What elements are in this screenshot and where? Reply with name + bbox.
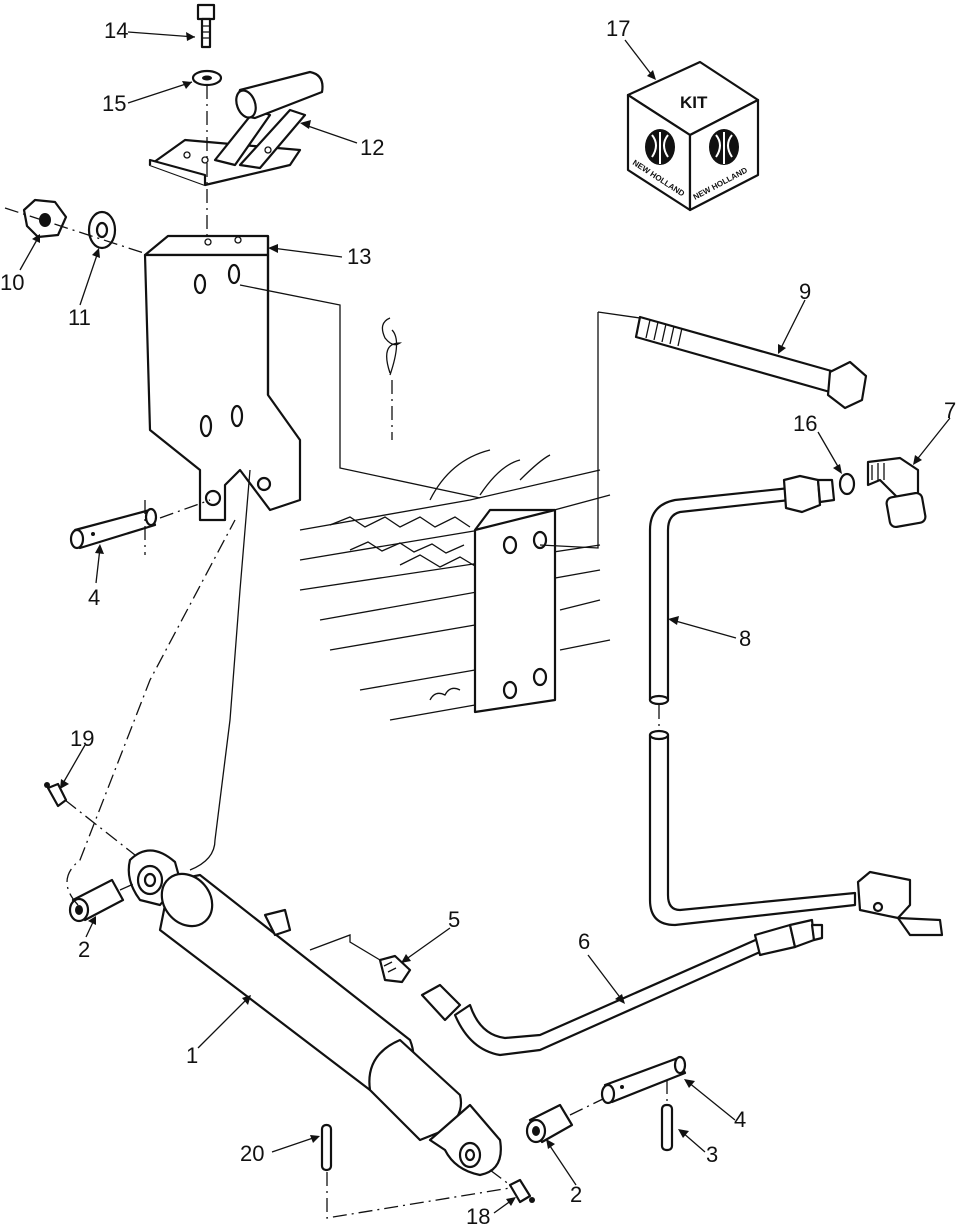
grease-fitting-18	[508, 1178, 535, 1204]
washer-11	[87, 210, 117, 250]
callout-15: 15	[102, 91, 126, 116]
callout-2-bottom: 2	[570, 1182, 582, 1207]
mounting-bracket-13	[143, 234, 302, 522]
long-bolt-9	[634, 315, 868, 410]
callout-11: 11	[68, 305, 91, 330]
callout-10: 10	[0, 270, 24, 295]
callout-20: 20	[240, 1141, 264, 1166]
callout-13: 13	[347, 244, 371, 269]
elbow-fitting-7	[866, 456, 927, 529]
bulkhead-block	[856, 870, 944, 937]
new-holland-logo-left	[645, 129, 675, 165]
kit-label: KIT	[680, 93, 708, 112]
nut-10	[22, 198, 68, 239]
bushing-2-top	[68, 878, 125, 923]
pin-4-top	[69, 507, 158, 550]
roll-pin-3	[660, 1103, 674, 1152]
callout-16: 16	[793, 411, 817, 436]
fitting-5	[378, 954, 412, 984]
new-holland-logo-right	[709, 129, 739, 165]
callout-6: 6	[578, 929, 590, 954]
callout-labels: 14 15 12 13 10 11 17 9 7 16 8 4 19 2 1 5…	[0, 16, 956, 1229]
callout-9: 9	[799, 279, 811, 304]
grease-fitting-19	[44, 782, 68, 808]
tube-mount-12	[148, 70, 324, 187]
callout-7: 7	[944, 398, 956, 423]
callout-1: 1	[186, 1043, 198, 1068]
pin-20	[320, 1123, 333, 1172]
tractor-frame-outline	[299, 449, 611, 721]
callout-5: 5	[448, 907, 460, 932]
leader-arrows	[19, 31, 951, 1214]
callout-17: 17	[606, 16, 630, 41]
hydraulic-tube-8	[648, 474, 857, 927]
callout-18: 18	[466, 1204, 490, 1229]
callout-19: 19	[70, 726, 94, 751]
bolt-14	[196, 3, 216, 49]
callout-2-top: 2	[78, 937, 90, 962]
hydraulic-cylinder-1	[127, 849, 502, 1177]
callout-4-bottom: 4	[734, 1107, 746, 1132]
hair-pin-clip	[381, 317, 403, 376]
frame-plate	[473, 508, 557, 714]
callout-8: 8	[739, 626, 751, 651]
callout-4-top: 4	[88, 585, 100, 610]
pin-4-bottom	[600, 1055, 687, 1105]
kit-box-17: KIT NEW HOLLAND NEW HOLLAND	[626, 60, 760, 212]
callout-12: 12	[360, 135, 384, 160]
bushing-2-bottom	[525, 1103, 574, 1144]
o-ring-16	[838, 472, 856, 496]
callout-3: 3	[706, 1142, 718, 1167]
hose-6	[420, 918, 824, 1057]
callout-14: 14	[104, 18, 128, 43]
